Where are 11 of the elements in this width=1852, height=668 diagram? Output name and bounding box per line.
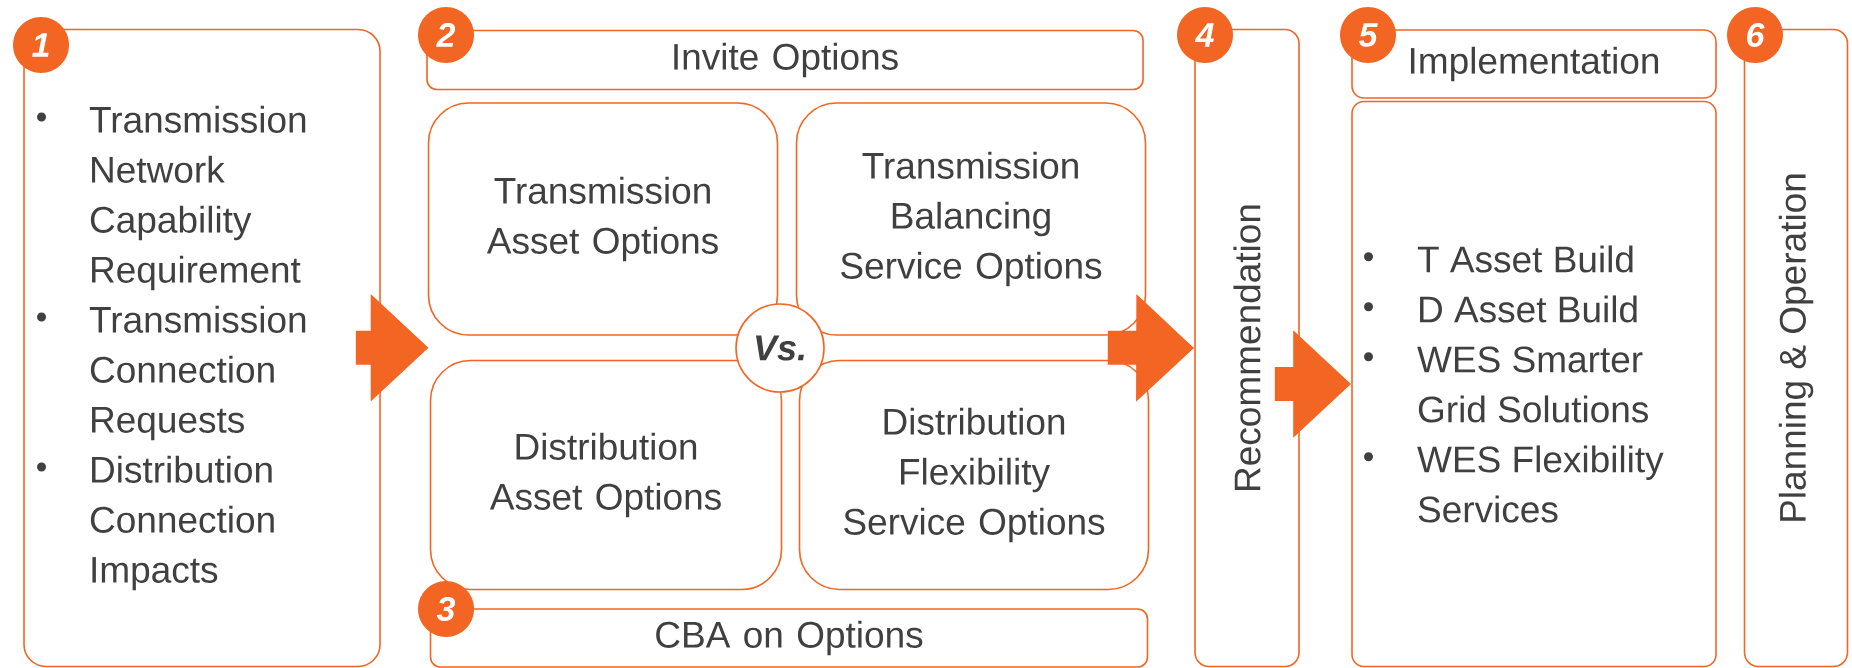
step-number-badge: 1 (13, 17, 69, 73)
step-number-badge: 5 (1340, 7, 1396, 63)
option-box: Distribution Flexibility Service Options (798, 359, 1150, 591)
bullet-list-box: T Asset Build D Asset Build WES Smarter Grid Solutions WES Flexibility Services (1351, 100, 1717, 668)
step-number-badge: 2 (418, 7, 474, 63)
step-number-badge: 6 (1727, 7, 1783, 63)
step-number-badge: 4 (1177, 7, 1233, 63)
option-box: Distribution Asset Options (429, 359, 783, 591)
step-number-badge: 3 (418, 581, 474, 637)
option-box: Transmission Asset Options (427, 102, 779, 336)
option-box: Transmission Balancing Service Options (795, 102, 1147, 336)
